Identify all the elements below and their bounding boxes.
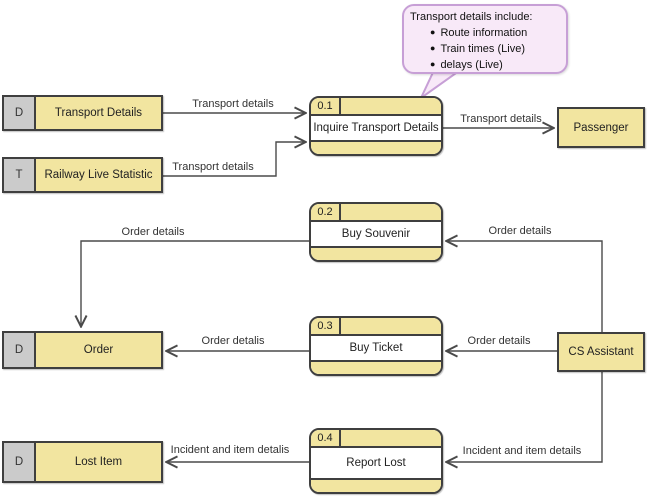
data-store-label: Order: [83, 344, 114, 356]
process-buy-souvenir[interactable]: 0.2 Buy Souvenir: [309, 202, 443, 262]
callout-bullet-text: delays (Live): [440, 59, 503, 71]
data-store-lost-item[interactable]: D Lost Item: [2, 441, 163, 483]
process-footer: [311, 140, 441, 154]
process-header: 0.2: [311, 204, 441, 222]
data-store-tag: D: [4, 97, 36, 129]
process-number: 0.4: [311, 430, 341, 446]
process-inquire-transport-details[interactable]: 0.1 Inquire Transport Details: [309, 96, 443, 156]
process-footer: [311, 478, 441, 492]
process-label: Buy Ticket: [311, 336, 441, 360]
data-store-label: Railway Live Statistic: [44, 169, 153, 181]
process-footer: [311, 360, 441, 374]
entity-cs-assistant[interactable]: CS Assistant: [557, 332, 645, 372]
callout-bullet-text: Route information: [440, 27, 528, 39]
flow-line-transport-details-2[interactable]: [163, 142, 305, 177]
flow-label-transport-details-3[interactable]: Transport details: [460, 113, 542, 125]
flow-line-order-details-2[interactable]: [447, 241, 603, 332]
callout-bullet-text: Train times (Live): [440, 43, 525, 55]
process-footer: [311, 246, 441, 260]
callout-title: Transport details include:: [410, 11, 533, 23]
process-header: 0.3: [311, 318, 441, 336]
flow-label-order-details-3[interactable]: Order details: [467, 335, 531, 347]
data-store-tag: D: [4, 333, 36, 367]
bullet-icon: ●: [430, 27, 436, 37]
flow-line-order-details-1[interactable]: [81, 240, 309, 326]
bullet-icon: ●: [430, 59, 436, 69]
callout-bullet-item: ● delays (Live): [430, 57, 560, 73]
data-store-label: Lost Item: [74, 456, 123, 468]
process-header: 0.4: [311, 430, 441, 448]
flow-label-transport-details-2[interactable]: Transport details: [172, 161, 254, 173]
data-store-transport-details[interactable]: D Transport Details: [2, 95, 163, 131]
process-label: Report Lost: [311, 448, 441, 478]
flow-line-incident-details[interactable]: [447, 372, 603, 462]
process-label: Inquire Transport Details: [311, 116, 441, 140]
process-number: 0.2: [311, 204, 341, 220]
process-header: 0.1: [311, 98, 441, 116]
flow-label-order-details-2[interactable]: Order details: [488, 225, 552, 237]
process-label: Buy Souvenir: [311, 222, 441, 246]
flow-label-transport-details-1[interactable]: Transport details: [192, 98, 274, 110]
process-number: 0.3: [311, 318, 341, 334]
process-buy-ticket[interactable]: 0.3 Buy Ticket: [309, 316, 443, 376]
data-store-railway-live-statistic[interactable]: T Railway Live Statistic: [2, 157, 163, 193]
callout-note[interactable]: Transport details include: ● Route inform…: [402, 4, 568, 74]
callout-bullet-item: ● Route information: [430, 25, 560, 41]
data-store-order[interactable]: D Order: [2, 331, 163, 369]
callout-bullet-item: ● Train times (Live): [430, 41, 560, 57]
flow-label-order-detalis[interactable]: Order detalis: [201, 335, 265, 347]
data-store-tag: D: [4, 443, 36, 481]
flow-label-incident-detalis[interactable]: Incident and item detalis: [170, 444, 290, 456]
flow-label-incident-details[interactable]: Incident and item details: [462, 445, 582, 457]
flow-label-order-details-1[interactable]: Order details: [121, 226, 185, 238]
entity-passenger[interactable]: Passenger: [557, 107, 645, 148]
data-store-tag: T: [4, 159, 36, 191]
data-store-label: Transport Details: [54, 107, 143, 119]
process-number: 0.1: [311, 98, 341, 114]
process-report-lost[interactable]: 0.4 Report Lost: [309, 428, 443, 494]
bullet-icon: ●: [430, 43, 436, 53]
